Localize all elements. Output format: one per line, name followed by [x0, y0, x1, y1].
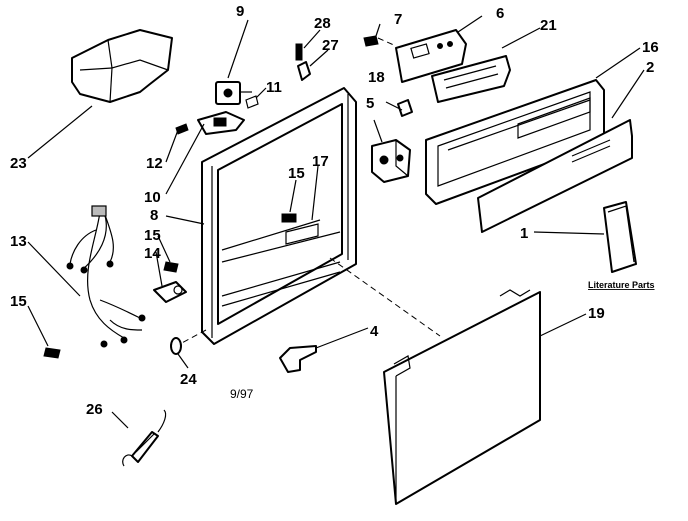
callout-11: 11 [266, 79, 282, 96]
callout-15c: 15 [10, 293, 27, 310]
part-15-screw-a [281, 213, 297, 223]
part-7-screw [363, 35, 379, 47]
part-13-wire-harness [66, 205, 146, 348]
assembly-line [329, 257, 441, 337]
part-24-plug [170, 337, 182, 355]
callout-13: 13 [10, 233, 27, 250]
part-10-strike [197, 111, 245, 135]
part-19-outer-door-panel [383, 289, 541, 505]
assembly-line [179, 329, 207, 345]
part-4-handle [279, 345, 317, 373]
part-1-literature [603, 201, 637, 273]
part-9-latch [215, 81, 252, 105]
callout-2: 2 [646, 59, 654, 76]
callout-6: 6 [496, 5, 504, 22]
callout-14: 14 [144, 245, 161, 262]
callout-17: 17 [312, 153, 329, 170]
callout-15a: 15 [288, 165, 305, 182]
part-2-front-panel [477, 119, 633, 233]
leader-lines [27, 15, 645, 429]
callout-26: 26 [86, 401, 103, 418]
callout-28: 28 [314, 15, 331, 32]
callout-5: 5 [366, 95, 374, 112]
callout-23: 23 [10, 155, 27, 172]
callout-24: 24 [180, 371, 197, 388]
part-15-screw-b [163, 261, 179, 273]
callout-8: 8 [150, 207, 158, 224]
part-14-switch [153, 281, 187, 303]
callout-4: 4 [370, 323, 379, 340]
callout-9: 9 [236, 3, 244, 20]
callout-15b: 15 [144, 227, 161, 244]
part-21-keypad [431, 55, 511, 103]
callout-1: 1 [520, 225, 528, 242]
part-18-clip [397, 99, 413, 117]
part-8-inner-door-frame [201, 87, 357, 345]
part-12-clip [175, 123, 189, 135]
part-27-bracket [297, 61, 311, 81]
callout-18: 18 [368, 69, 385, 86]
part-28-spring-pin [295, 43, 303, 61]
callout-12: 12 [146, 155, 163, 172]
callout-16: 16 [642, 39, 659, 56]
callout-7: 7 [394, 11, 402, 28]
literature-parts-label: Literature Parts [588, 280, 655, 290]
part-5-latch-module [371, 139, 411, 183]
callout-21: 21 [540, 17, 557, 34]
part-26-spring [122, 409, 167, 467]
date-code: 9/97 [230, 387, 254, 401]
callout-19: 19 [588, 305, 605, 322]
callout-27: 27 [322, 37, 339, 54]
part-11-screw [245, 95, 259, 109]
part-15-screw-c [43, 347, 61, 359]
part-23-cover [71, 29, 173, 103]
callout-10: 10 [144, 189, 161, 206]
assembly-line [377, 37, 397, 47]
part-6-control-board [395, 29, 467, 83]
